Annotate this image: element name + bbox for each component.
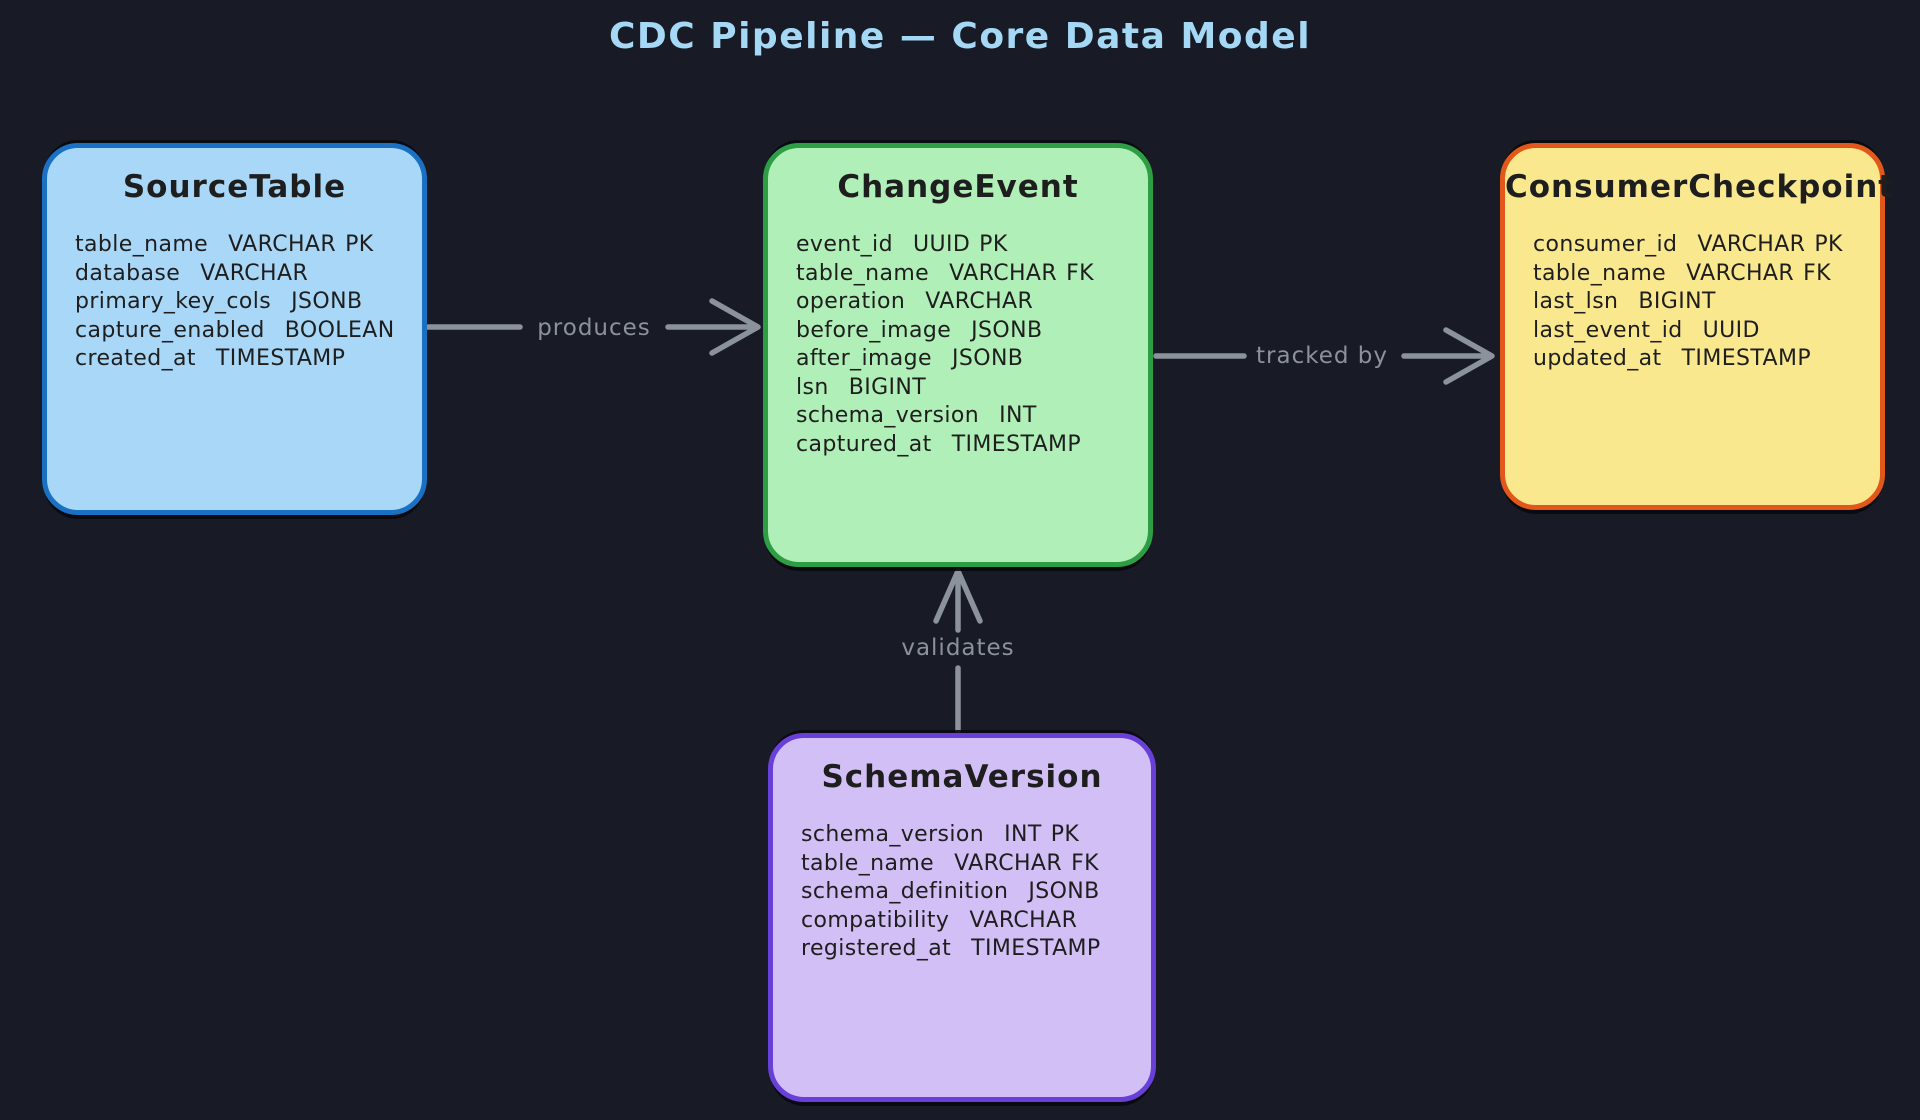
field-type: JSONB: [1028, 879, 1100, 904]
field-name: last_event_id: [1533, 317, 1683, 343]
field-type: BOOLEAN: [284, 317, 395, 343]
field-row: table_name VARCHAR FK: [801, 850, 1131, 879]
relation-label-tracked-by[interactable]: tracked by: [1256, 343, 1388, 369]
produces-arrowhead-icon: [709, 298, 761, 356]
field-name: operation: [796, 289, 906, 314]
field-row: last_event_id UUID: [1533, 317, 1860, 346]
field-row: updated_at TIMESTAMP: [1533, 345, 1860, 374]
field-type: JSONB: [951, 346, 1024, 371]
field-type: JSONB: [971, 317, 1043, 343]
entity-title-schema-version: SchemaVersion: [821, 759, 1103, 795]
field-key: FK: [1803, 260, 1831, 286]
field-type: TIMESTAMP: [215, 346, 346, 371]
field-row: capture_enabled BOOLEAN: [75, 317, 402, 346]
field-name: after_image: [796, 346, 932, 371]
field-row: after_image JSONB: [796, 345, 1128, 374]
field-key: PK: [1050, 822, 1080, 847]
field-name: compatibility: [801, 907, 950, 933]
field-type: INT: [1004, 822, 1042, 847]
field-name: created_at: [75, 346, 196, 371]
entity-schema-version[interactable]: SchemaVersion schema_version INT PK table_…: [768, 733, 1156, 1102]
validates-arrowhead-icon: [933, 568, 983, 624]
field-type: VARCHAR: [228, 232, 337, 257]
field-type: VARCHAR: [949, 260, 1058, 286]
field-row: database VARCHAR: [75, 260, 402, 289]
field-key: FK: [1071, 850, 1099, 876]
field-type: UUID: [1702, 317, 1760, 343]
field-name: event_id: [796, 232, 893, 257]
field-key: PK: [979, 232, 1008, 257]
field-type: INT: [999, 403, 1037, 428]
field-row: compatibility VARCHAR: [801, 907, 1131, 936]
entity-title-source-table: SourceTable: [122, 169, 347, 205]
field-row: primary_key_cols JSONB: [75, 288, 402, 317]
field-type: VARCHAR: [200, 260, 309, 286]
field-type: TIMESTAMP: [1681, 346, 1811, 371]
field-name: table_name: [796, 260, 930, 286]
field-type: VARCHAR: [1697, 232, 1806, 257]
field-name: table_name: [1533, 260, 1667, 286]
field-name: last_lsn: [1533, 289, 1619, 314]
field-name: before_image: [796, 317, 952, 343]
tracked-by-arrowhead-icon: [1443, 327, 1495, 385]
field-type: TIMESTAMP: [951, 431, 1082, 457]
entity-title-change-event: ChangeEvent: [837, 169, 1079, 205]
field-row: schema_definition JSONB: [801, 878, 1131, 907]
field-key: PK: [1814, 232, 1843, 257]
field-key: PK: [345, 232, 374, 257]
field-row: table_name VARCHAR FK: [1533, 260, 1860, 289]
field-row: table_name VARCHAR FK: [796, 260, 1128, 289]
field-row: captured_at TIMESTAMP: [796, 431, 1128, 460]
field-type: BIGINT: [848, 374, 927, 400]
field-type: VARCHAR: [954, 850, 1063, 876]
field-name: database: [75, 260, 181, 286]
field-type: TIMESTAMP: [971, 936, 1101, 961]
field-name: schema_version: [796, 403, 980, 428]
relation-label-validates[interactable]: validates: [901, 635, 1015, 661]
field-type: BIGINT: [1638, 289, 1716, 314]
relation-label-produces[interactable]: produces: [537, 315, 651, 341]
field-row: lsn BIGINT: [796, 374, 1128, 403]
field-row: table_name VARCHAR PK: [75, 231, 402, 260]
field-type: VARCHAR: [969, 907, 1078, 933]
field-name: registered_at: [801, 936, 952, 961]
field-type: UUID: [912, 232, 971, 257]
field-row: schema_version INT PK: [801, 821, 1131, 850]
field-row: before_image JSONB: [796, 317, 1128, 346]
field-name: lsn: [796, 374, 829, 400]
field-name: schema_version: [801, 822, 985, 847]
entity-title-consumer-checkpoint: ConsumerCheckpoint: [1505, 169, 1895, 205]
field-name: table_name: [75, 232, 209, 257]
diagram-title: CDC Pipeline — Core Data Model: [608, 16, 1312, 57]
field-row: last_lsn BIGINT: [1533, 288, 1860, 317]
field-row: operation VARCHAR: [796, 288, 1128, 317]
field-row: event_id UUID PK: [796, 231, 1128, 260]
field-row: registered_at TIMESTAMP: [801, 935, 1131, 964]
field-name: schema_definition: [801, 879, 1009, 904]
field-name: captured_at: [796, 431, 932, 457]
field-type: JSONB: [291, 289, 363, 314]
field-row: schema_version INT: [796, 402, 1128, 431]
field-row: created_at TIMESTAMP: [75, 345, 402, 374]
field-key: FK: [1066, 260, 1094, 286]
field-name: consumer_id: [1533, 232, 1678, 257]
field-name: capture_enabled: [75, 317, 265, 343]
field-name: table_name: [801, 850, 935, 876]
field-type: VARCHAR: [925, 289, 1034, 314]
field-row: consumer_id VARCHAR PK: [1533, 231, 1860, 260]
field-type: VARCHAR: [1686, 260, 1795, 286]
field-name: primary_key_cols: [75, 289, 272, 314]
field-name: updated_at: [1533, 346, 1662, 371]
